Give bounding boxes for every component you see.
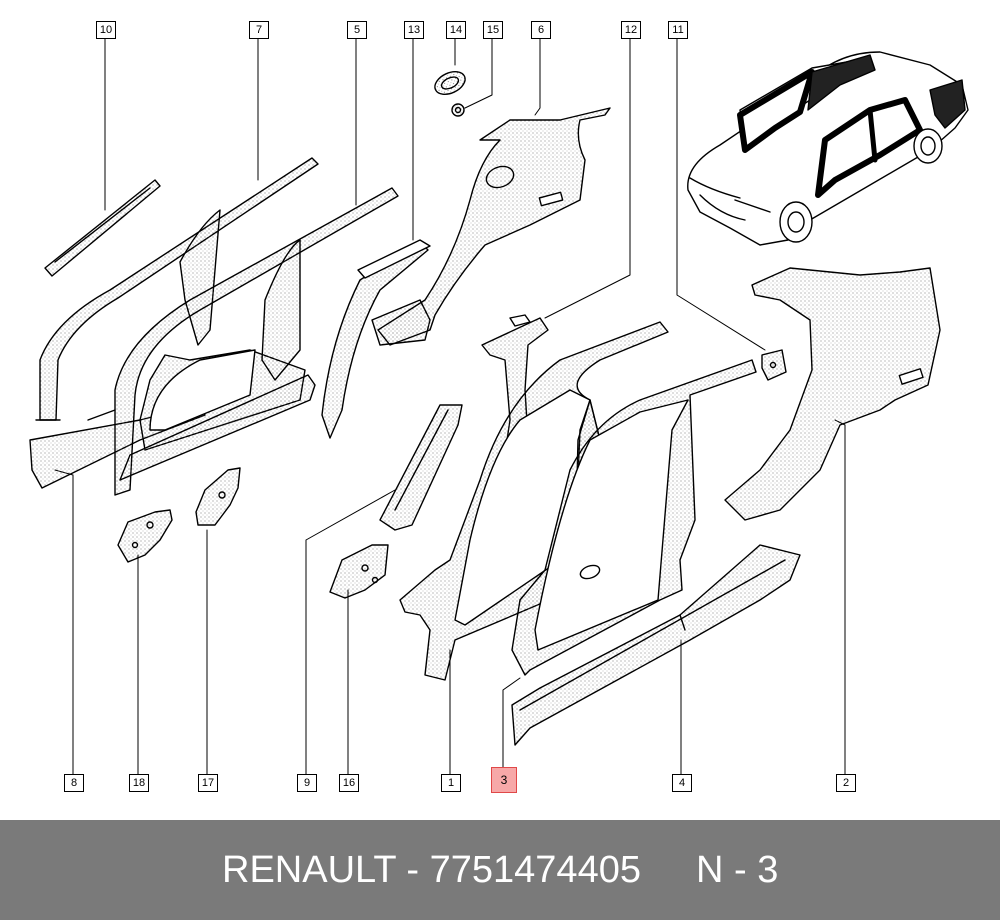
callout-9: 9 xyxy=(297,774,317,792)
callout-7: 7 xyxy=(249,21,269,39)
callout-17: 17 xyxy=(198,774,218,792)
callout-4: 4 xyxy=(672,774,692,792)
callout-16: 16 xyxy=(339,774,359,792)
car-reference-inset xyxy=(687,51,969,246)
part-18-bracket xyxy=(117,509,173,563)
footer-bar: RENAULT - 7751474405 N - 3 xyxy=(0,820,1000,920)
callout-2: 2 xyxy=(836,774,856,792)
part-2-rear-quarter-outer xyxy=(724,267,941,521)
callout-12: 12 xyxy=(621,21,641,39)
part-13-inner-quarter xyxy=(321,239,431,439)
callout-11: 11 xyxy=(668,21,688,39)
callout-6: 6 xyxy=(531,21,551,39)
part-5-side-frame xyxy=(87,187,399,496)
callout-15: 15 xyxy=(483,21,503,39)
callout-5: 5 xyxy=(347,21,367,39)
callout-14: 14 xyxy=(446,21,466,39)
part-11-bracket xyxy=(761,349,787,381)
callout-18: 18 xyxy=(129,774,149,792)
part-16-bracket xyxy=(329,544,389,599)
part-4-sill xyxy=(511,544,801,746)
callout-1: 1 xyxy=(441,774,461,792)
callout-10: 10 xyxy=(96,21,116,39)
callout-3-highlighted: 3 xyxy=(491,767,517,793)
callout-8: 8 xyxy=(64,774,84,792)
exploded-body-side-diagram xyxy=(29,37,969,776)
part-15-clip xyxy=(451,103,465,117)
part-number-title: RENAULT - 7751474405 xyxy=(222,849,641,891)
part-9-a-pillar-reinforcement xyxy=(379,404,463,531)
diagram-reference-code: N - 3 xyxy=(696,849,779,891)
part-14-plug xyxy=(434,70,466,96)
leader-lines xyxy=(54,37,846,776)
part-6-rear-quarter-inner xyxy=(377,107,611,346)
callout-13: 13 xyxy=(404,21,424,39)
part-3-outer-body-side xyxy=(511,359,757,676)
part-10-roof-rail-strip xyxy=(44,179,161,277)
part-17-bracket xyxy=(195,467,241,526)
